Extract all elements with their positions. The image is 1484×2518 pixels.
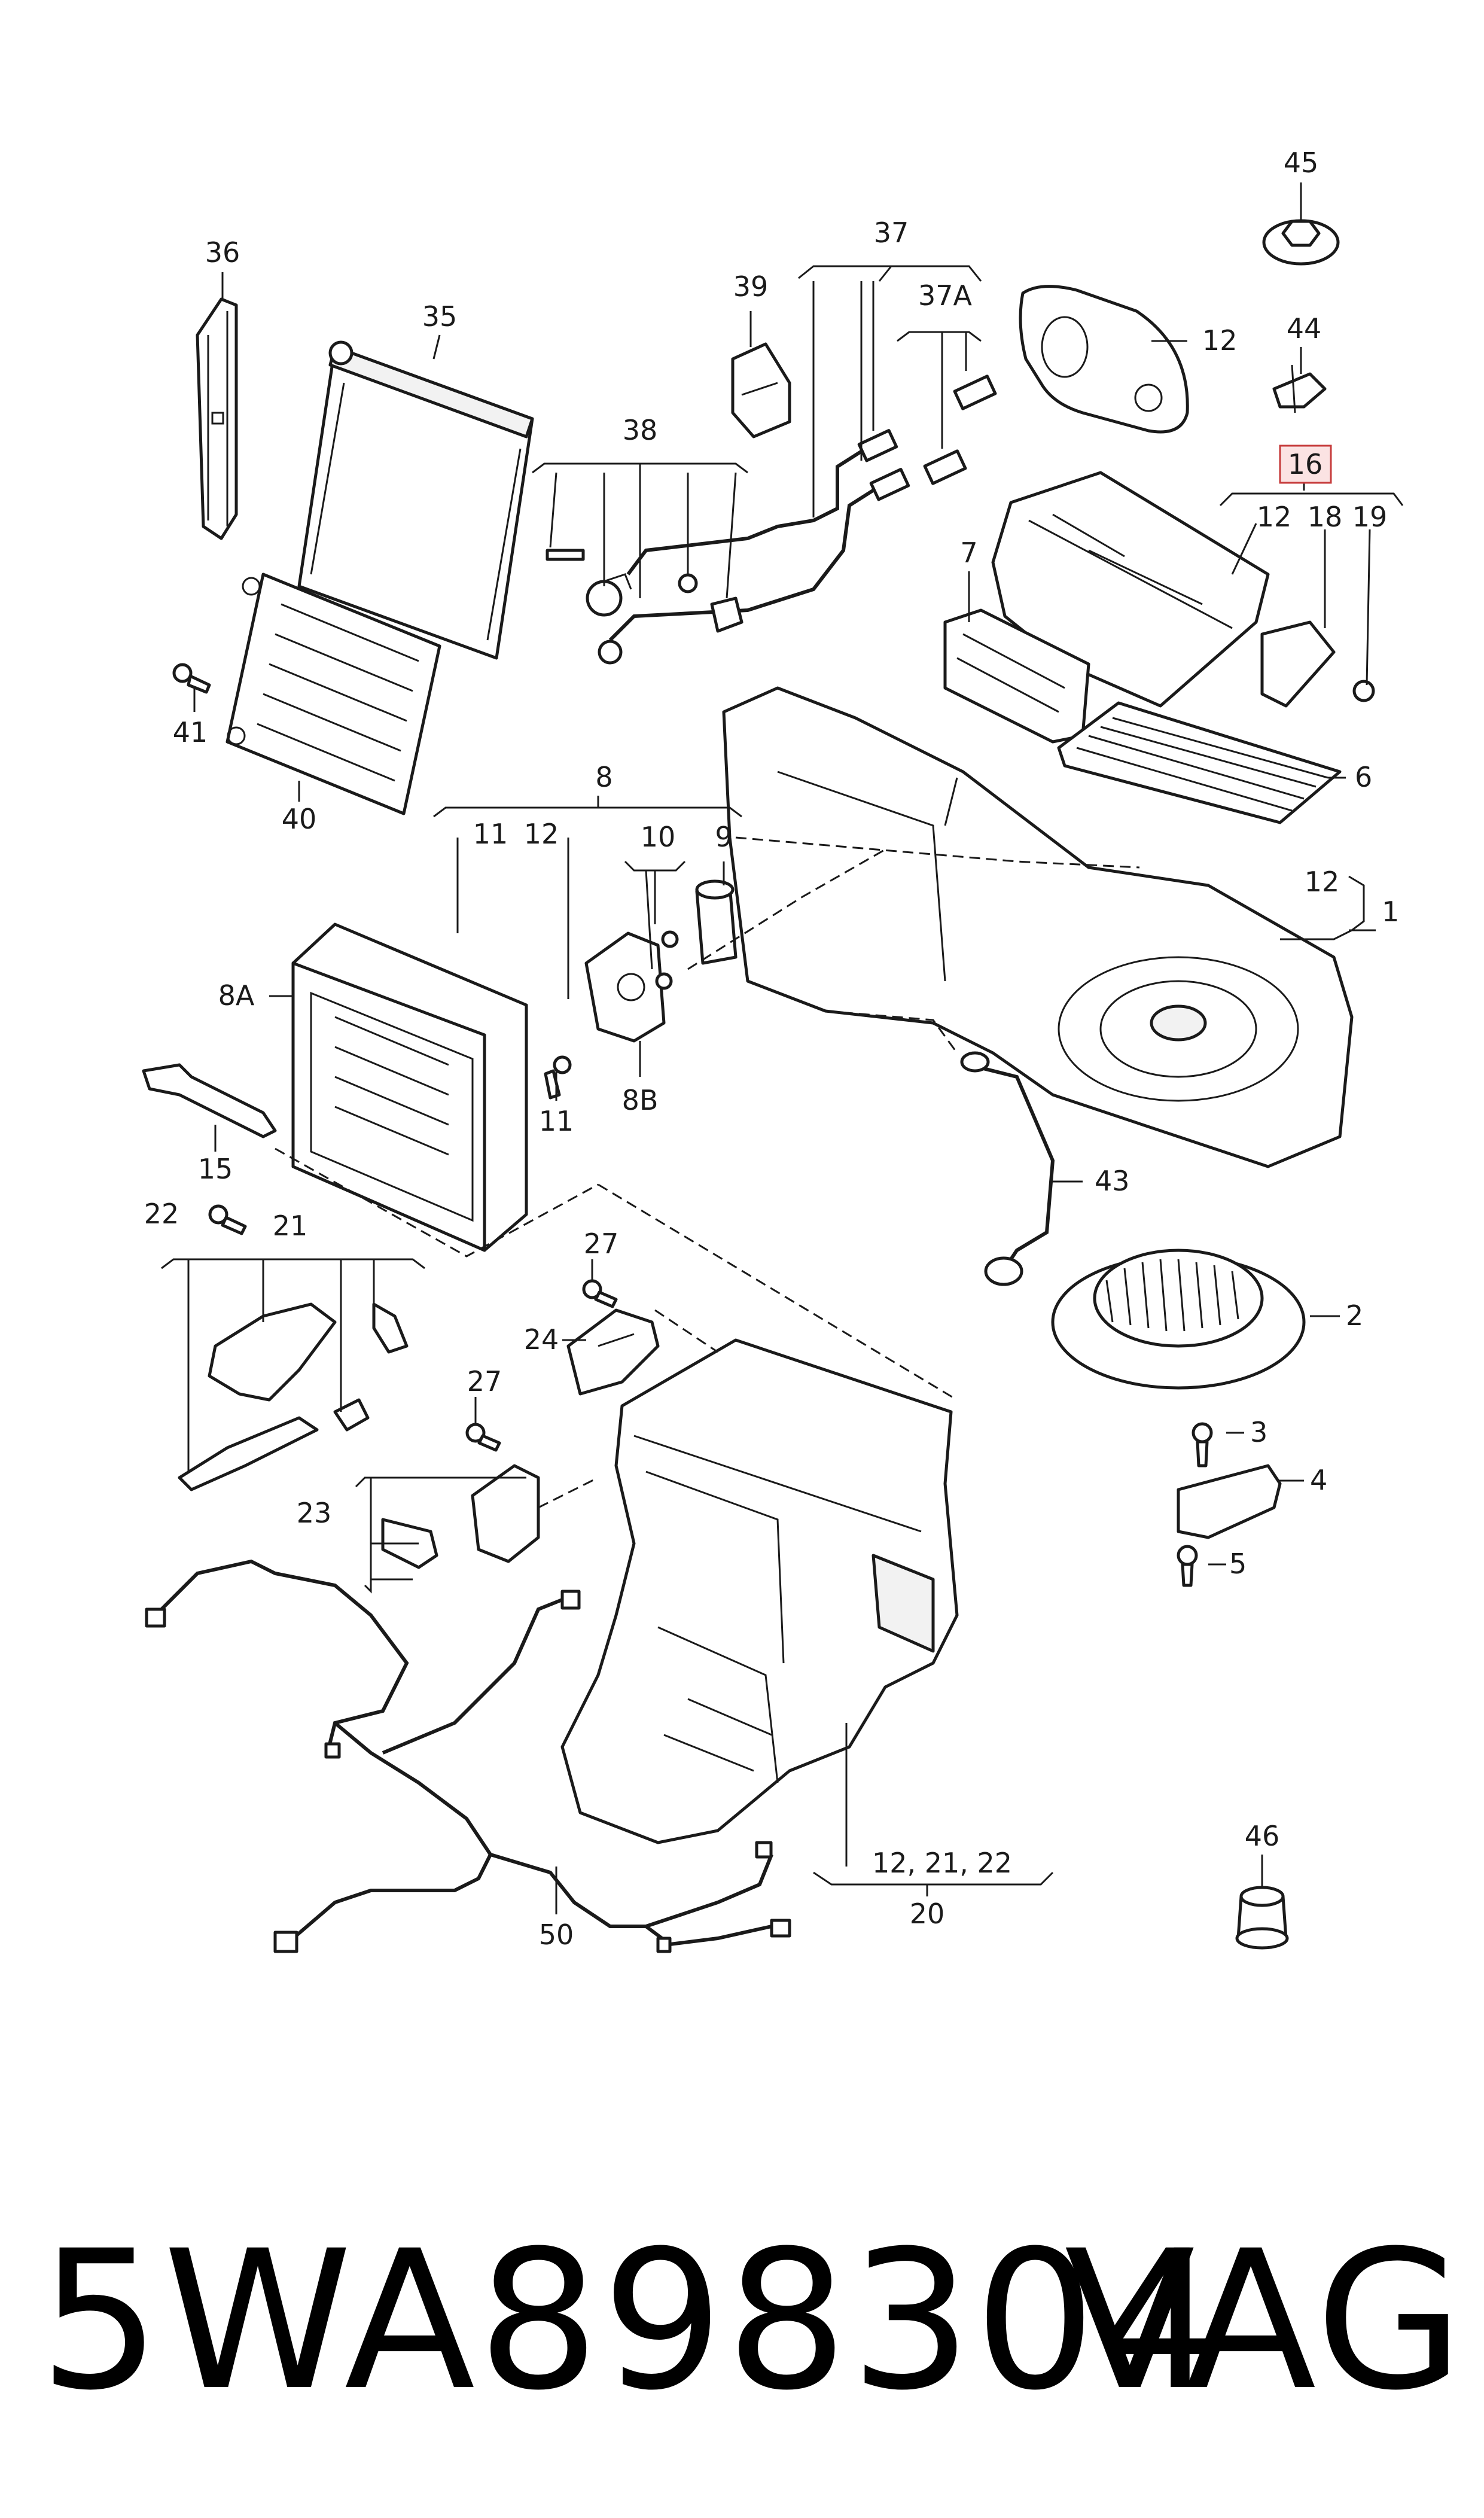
pipe-43 — [960, 1051, 1055, 1286]
label-46: 46 — [1245, 1820, 1280, 1852]
servo-24 — [566, 1308, 660, 1396]
label-8b: 8B — [622, 1084, 659, 1116]
label-8: 8 — [595, 761, 613, 793]
label-11-upper: 11 — [473, 818, 508, 850]
label-12-g16: 12 — [1257, 501, 1292, 533]
highlight-box-16 — [1279, 444, 1332, 484]
label-27-upper: 27 — [584, 1228, 619, 1260]
label-35: 35 — [422, 300, 458, 333]
label-50: 50 — [539, 1919, 574, 1951]
bracket-36 — [196, 297, 238, 540]
callout-labels: 45 36 35 37 39 37A 12 44 38 16 12 18 19 … — [144, 147, 1400, 1951]
blower-2 — [1051, 1249, 1306, 1390]
label-37: 37 — [874, 217, 909, 249]
label-10: 10 — [641, 821, 676, 853]
part-number-text: 5WA898304 — [39, 2210, 1223, 2432]
screw-22 — [208, 1204, 247, 1235]
cover-4 — [1177, 1464, 1282, 1539]
screw-41 — [172, 663, 211, 694]
label-12-g8: 12 — [524, 818, 559, 850]
servo-21 — [178, 1302, 409, 1491]
label-44: 44 — [1287, 312, 1322, 345]
heater-core-35 — [297, 340, 534, 660]
label-38: 38 — [623, 414, 658, 446]
label-37a: 37A — [918, 279, 973, 312]
gasket-12 — [1019, 285, 1189, 434]
pipes-37 — [608, 429, 910, 642]
label-19: 19 — [1352, 501, 1388, 533]
heater-element-40 — [226, 573, 441, 815]
label-40: 40 — [282, 803, 317, 835]
screw-27-top — [582, 1279, 618, 1308]
label-2: 2 — [1346, 1299, 1363, 1332]
hvac-housing-lower-20 — [560, 1338, 959, 1844]
label-22: 22 — [144, 1198, 179, 1230]
label-12-g1: 12 — [1305, 866, 1340, 898]
bracket-8b — [584, 931, 666, 1043]
screw-27-lower — [465, 1423, 501, 1452]
seal-10 — [655, 930, 679, 990]
label-23: 23 — [297, 1497, 332, 1529]
label-8a: 8A — [218, 979, 255, 1012]
filter-6 — [1057, 701, 1342, 824]
label-5: 5 — [1229, 1548, 1247, 1580]
label-24: 24 — [524, 1323, 559, 1356]
clip-44 — [1272, 364, 1327, 413]
label-36: 36 — [205, 236, 240, 269]
label-12-21-22: 12, 21, 22 — [872, 1847, 1012, 1879]
label-27-lower: 27 — [467, 1365, 502, 1397]
label-41: 41 — [173, 716, 208, 748]
label-21: 21 — [273, 1210, 308, 1242]
hvac-housing-1 — [722, 686, 1354, 1168]
label-7: 7 — [960, 537, 977, 569]
label-16: 16 — [1288, 448, 1323, 480]
label-45: 45 — [1284, 147, 1319, 179]
label-1: 1 — [1382, 896, 1399, 928]
label-15: 15 — [198, 1153, 233, 1185]
evaporator-8a — [291, 922, 528, 1252]
label-12-top: 12 — [1202, 324, 1238, 357]
screw-3 — [1192, 1422, 1213, 1467]
switch-39 — [731, 342, 791, 439]
lever-15 — [142, 1063, 277, 1138]
label-18: 18 — [1308, 501, 1343, 533]
fittings-37a — [923, 374, 997, 485]
cap-46 — [1235, 1886, 1289, 1950]
label-3: 3 — [1250, 1416, 1267, 1448]
label-9: 9 — [715, 821, 732, 853]
seal-kit-38 — [546, 549, 743, 665]
brand-text: VAG — [1064, 2210, 1466, 2432]
nut-45 — [1262, 219, 1340, 266]
label-6: 6 — [1355, 761, 1372, 793]
label-43: 43 — [1095, 1165, 1130, 1197]
leader-lines — [161, 182, 1404, 1914]
screw-5 — [1177, 1545, 1198, 1587]
label-39: 39 — [733, 270, 769, 303]
wiring-harness-50 — [145, 1559, 791, 1953]
filter-housing-group-16 — [991, 471, 1375, 708]
label-11-lower: 11 — [539, 1105, 574, 1137]
label-4: 4 — [1310, 1464, 1327, 1496]
label-20: 20 — [910, 1898, 945, 1930]
dashed-assembly-lines — [275, 836, 1140, 1509]
screw-11 — [544, 1055, 572, 1100]
servo-23 — [381, 1464, 540, 1569]
